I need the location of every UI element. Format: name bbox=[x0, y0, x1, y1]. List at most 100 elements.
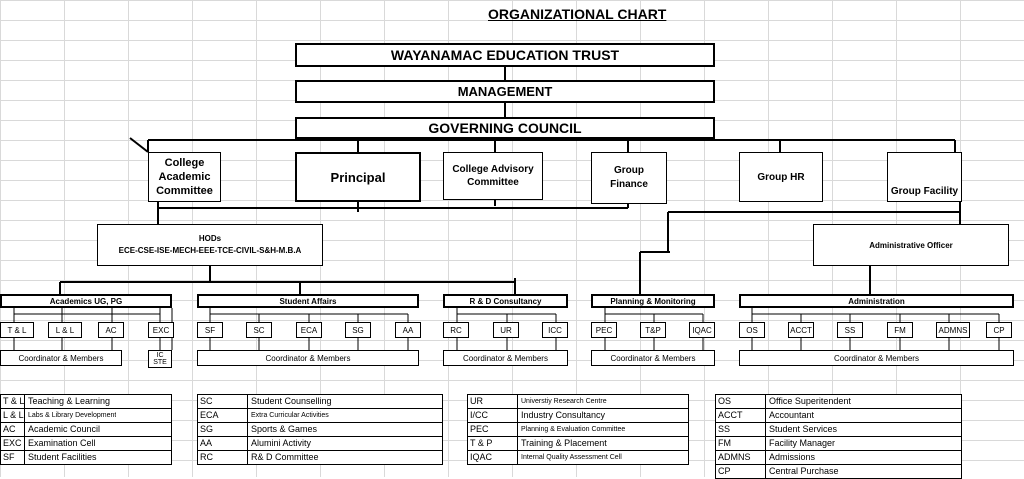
cut-off-box: IC STE bbox=[148, 350, 172, 368]
group-header: R & D Consultancy bbox=[443, 294, 568, 308]
legend-description: Labs & Library Development bbox=[28, 412, 117, 419]
legend-abbreviation: T & L bbox=[3, 395, 25, 408]
advisory-line-1: College Advisory bbox=[452, 164, 534, 175]
unit-box: SC bbox=[246, 322, 272, 338]
unit-box: SG bbox=[345, 322, 371, 338]
legend-description: Student Counselling bbox=[251, 396, 332, 406]
finance-line-2: Finance bbox=[610, 179, 648, 190]
legend-description: Examination Cell bbox=[28, 438, 96, 448]
hods-departments: ECE-CSE-ISE-MECH-EEE-TCE-CIVIL-S&H-M.B.A bbox=[118, 246, 302, 255]
advisory-committee-box: College Advisory Committee bbox=[443, 152, 543, 200]
unit-box: UR bbox=[493, 322, 519, 338]
legend-abbreviation: CP bbox=[716, 465, 766, 478]
coordinator-box: Coordinator & Members bbox=[591, 350, 715, 366]
legend-description: Teaching & Learning bbox=[28, 396, 111, 406]
legend-abbreviation: OS bbox=[716, 395, 766, 408]
legend-abbreviation: UR bbox=[468, 395, 518, 408]
unit-box: OS bbox=[739, 322, 765, 338]
academic-committee-line-3: Committee bbox=[156, 185, 213, 197]
legend-abbreviation: AA bbox=[198, 437, 248, 450]
unit-box: EXC bbox=[148, 322, 174, 338]
legend-abbreviation: ECA bbox=[198, 409, 248, 422]
legend-description: Office Superitendent bbox=[769, 396, 851, 406]
legend-abbreviation: SS bbox=[716, 423, 766, 436]
legend-abbreviation: L & L bbox=[3, 409, 25, 422]
legend-abbreviation: PEC bbox=[468, 423, 518, 436]
legend-abbreviation: I/CC bbox=[468, 409, 518, 422]
academic-committee-box: College Academic Committee bbox=[148, 152, 221, 202]
unit-box: CP bbox=[986, 322, 1012, 338]
advisory-line-2: Committee bbox=[467, 177, 519, 188]
unit-box: T&P bbox=[640, 322, 666, 338]
unit-box: AA bbox=[395, 322, 421, 338]
academic-committee-line-1: College bbox=[164, 157, 205, 169]
legend-abbreviation: AC bbox=[1, 423, 25, 436]
legend-description: Training & Placement bbox=[521, 438, 607, 448]
legend-description: Central Purchase bbox=[769, 466, 839, 476]
group-header: Academics UG, PG bbox=[0, 294, 172, 308]
unit-box: SF bbox=[197, 322, 223, 338]
hods-box: HODs ECE-CSE-ISE-MECH-EEE-TCE-CIVIL-S&H-… bbox=[97, 224, 323, 266]
legend-abbreviation: T & P bbox=[468, 437, 518, 450]
management-box: MANAGEMENT bbox=[295, 80, 715, 103]
legend-description: Student Services bbox=[769, 424, 838, 434]
legend-abbreviation: FM bbox=[716, 437, 766, 450]
legend-abbreviation: SF bbox=[1, 451, 25, 464]
finance-line-1: Group bbox=[614, 165, 644, 176]
legend-description: Industry Consultancy bbox=[521, 410, 606, 420]
unit-box: ICC bbox=[542, 322, 568, 338]
coordinator-box: Coordinator & Members bbox=[197, 350, 419, 366]
unit-box: FM bbox=[887, 322, 913, 338]
unit-box: ACCT bbox=[788, 322, 814, 338]
unit-box: L & L bbox=[48, 322, 82, 338]
legend-description: Alumini Activity bbox=[251, 438, 312, 448]
unit-box: PEC bbox=[591, 322, 617, 338]
group-facility-box: Group Facility bbox=[887, 152, 962, 202]
legend-description: Internal Quality Assessment Cell bbox=[521, 454, 622, 461]
trust-box: WAYANAMAC EDUCATION TRUST bbox=[295, 43, 715, 67]
group-header: Student Affairs bbox=[197, 294, 419, 308]
group-finance-box: Group Finance bbox=[591, 152, 667, 204]
chart-title: ORGANIZATIONAL CHART bbox=[488, 6, 667, 22]
coordinator-box: Coordinator & Members bbox=[739, 350, 1014, 366]
legend-description: Extra Curricular Activities bbox=[251, 412, 329, 419]
unit-box: IQAC bbox=[689, 322, 715, 338]
legend-description: Sports & Games bbox=[251, 424, 318, 434]
legend-description: R& D Committee bbox=[251, 452, 319, 462]
legend-abbreviation: IQAC bbox=[468, 451, 518, 464]
unit-box: ECA bbox=[296, 322, 322, 338]
legend-abbreviation: RC bbox=[198, 451, 248, 464]
coordinator-box: Coordinator & Members bbox=[443, 350, 568, 366]
unit-box: T & L bbox=[0, 322, 34, 338]
unit-box: AC bbox=[98, 322, 124, 338]
legend-description: Student Facilities bbox=[28, 452, 97, 462]
legend-description: Accountant bbox=[769, 410, 815, 420]
coordinator-box: Coordinator & Members bbox=[0, 350, 122, 366]
governing-council-box: GOVERNING COUNCIL bbox=[295, 117, 715, 139]
legend-description: Planning & Evaluation Committee bbox=[521, 426, 626, 433]
group-header: Planning & Monitoring bbox=[591, 294, 715, 308]
